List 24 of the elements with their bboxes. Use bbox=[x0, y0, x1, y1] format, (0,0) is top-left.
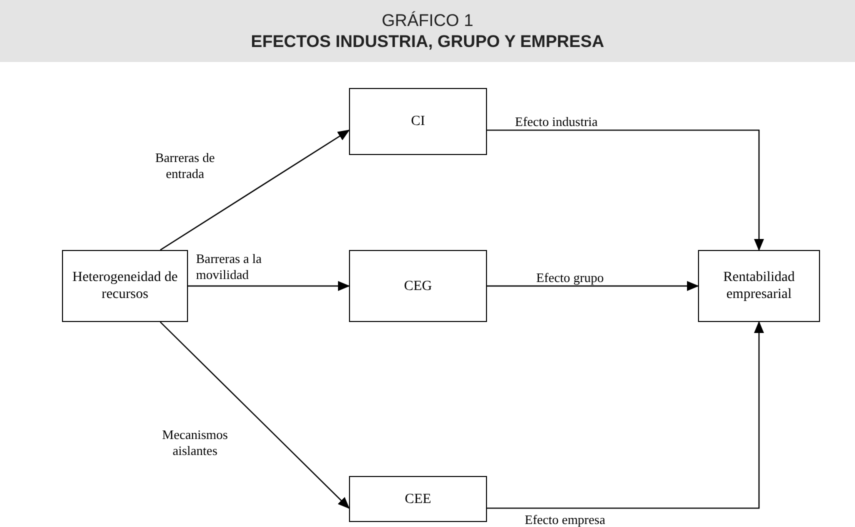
process-box bbox=[349, 250, 487, 322]
edge-label: Mecanismos aislantes bbox=[161, 427, 229, 459]
process-box bbox=[349, 476, 487, 522]
process-box bbox=[698, 250, 820, 322]
edge-label: Efecto grupo bbox=[535, 270, 605, 286]
arrow bbox=[188, 281, 350, 291]
arrow bbox=[487, 281, 699, 291]
arrow bbox=[160, 322, 350, 509]
process-box bbox=[349, 88, 487, 155]
figure-number: GRÁFICO 1 bbox=[382, 10, 474, 31]
edge-label: Barreras a la movilidad bbox=[196, 251, 263, 283]
box-label: CEG bbox=[404, 278, 432, 294]
arrow bbox=[160, 130, 350, 250]
process-box bbox=[62, 250, 188, 322]
edge-label: Efecto industria bbox=[515, 114, 599, 130]
edge-label: Efecto empresa bbox=[524, 512, 606, 527]
arrow bbox=[487, 321, 764, 509]
arrow bbox=[487, 130, 764, 251]
box-label: CI bbox=[411, 113, 425, 130]
box-label: CEE bbox=[404, 490, 432, 508]
box-label: Rentabilidad empresarial bbox=[722, 269, 796, 303]
figure-title: EFECTOS INDUSTRIA, GRUPO Y EMPRESA bbox=[250, 31, 604, 52]
box-label: Heterogeneidad de recursos bbox=[71, 269, 179, 303]
edge-label: Barreras de entrada bbox=[154, 150, 216, 182]
